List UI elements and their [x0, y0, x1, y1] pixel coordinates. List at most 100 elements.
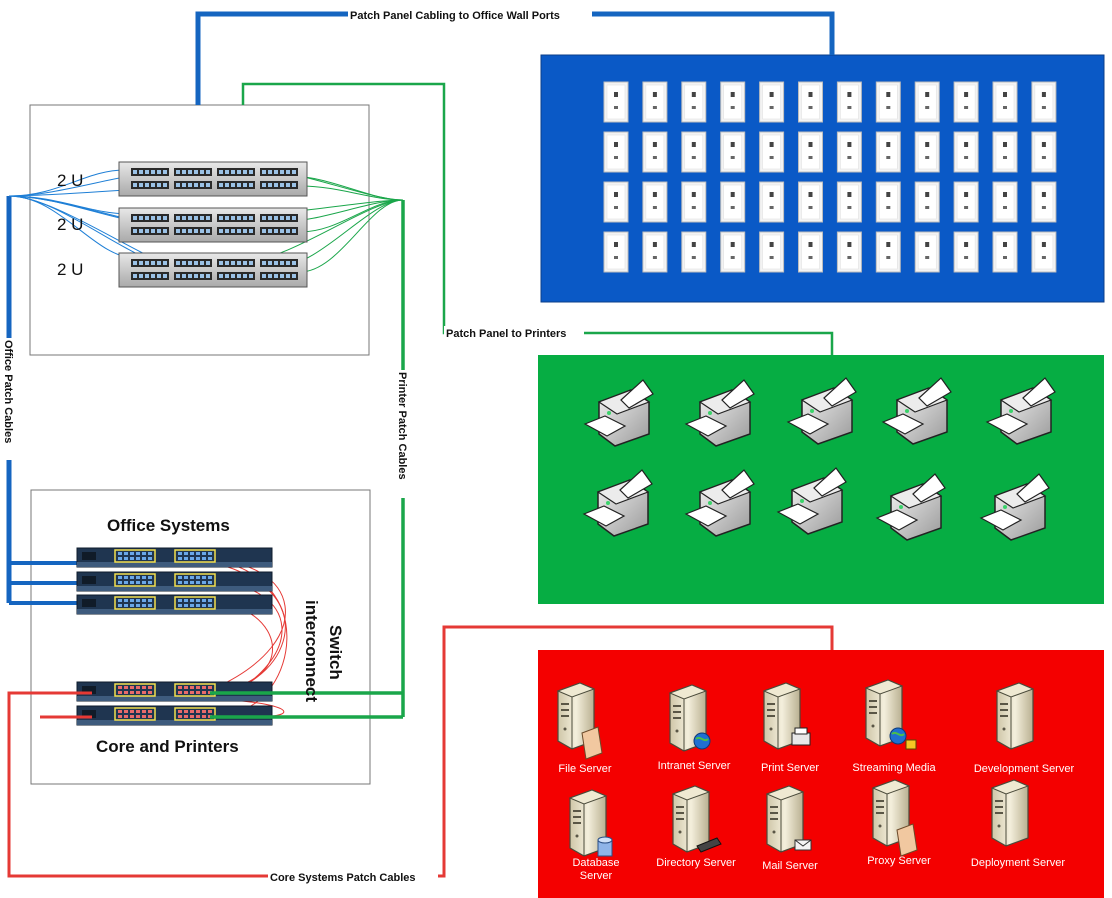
wall-port	[720, 231, 746, 273]
server-label: Streaming Media	[852, 762, 936, 774]
server-label: Print Server	[761, 762, 819, 774]
wall-port	[953, 131, 979, 173]
printer-icon	[786, 377, 857, 445]
printer-icon	[881, 377, 952, 445]
wall-port	[603, 81, 629, 123]
wall-port	[720, 81, 746, 123]
printer-patch-cable-label: Printer Patch Cables	[396, 372, 408, 480]
wall-port	[681, 181, 707, 223]
wall-port	[681, 131, 707, 173]
patch-panel-2	[118, 207, 308, 243]
patch-panel-1	[118, 161, 308, 197]
printer-fan-cable	[299, 199, 404, 273]
core-printers-title: Core and Printers	[96, 737, 239, 756]
switch-rack	[30, 489, 371, 785]
server-icon	[864, 679, 917, 750]
printer-icon	[684, 469, 755, 537]
patch-panels	[118, 161, 308, 288]
server-label: Intranet Server	[658, 760, 731, 772]
wall-port	[798, 181, 823, 223]
u-label-1: 2 U	[57, 171, 83, 190]
server-label: Development Server	[974, 763, 1075, 775]
wall-port	[836, 231, 862, 273]
wall-ports	[603, 81, 1057, 273]
wall-port	[798, 231, 823, 273]
switches	[76, 547, 273, 726]
wall-port	[914, 231, 940, 273]
wall-port	[798, 131, 823, 173]
printer-icon	[985, 377, 1056, 445]
printer-fan-cable	[299, 185, 404, 201]
interconnect-label-2: interconnect	[302, 600, 321, 702]
printers	[582, 377, 1056, 541]
wall-port	[992, 81, 1018, 123]
server-label: Proxy Server	[867, 855, 931, 867]
server-label: Mail Server	[762, 860, 818, 872]
wall-port	[1031, 81, 1057, 123]
printer-icon	[776, 467, 847, 535]
printer-icon	[582, 469, 653, 537]
printer-icon	[684, 379, 755, 447]
wall-port	[1031, 131, 1057, 173]
wall-port	[992, 231, 1018, 273]
server-icon	[765, 785, 812, 853]
wall-port	[681, 81, 707, 123]
wall-port	[836, 131, 862, 173]
wall-port	[953, 81, 979, 123]
server-label: Database	[572, 857, 619, 869]
printer-icon	[979, 473, 1050, 541]
wall-port	[681, 231, 707, 273]
office-switch-3	[76, 594, 273, 615]
printers-cable	[241, 82, 834, 355]
wall-port	[953, 231, 979, 273]
wall-port	[798, 81, 823, 123]
office-switch-2	[76, 571, 273, 592]
office-switch-1	[76, 547, 273, 568]
server-icon	[668, 684, 711, 752]
wall-port	[914, 181, 940, 223]
wall-port	[642, 231, 668, 273]
wall-port	[720, 181, 746, 223]
interconnect-label-1: Switch	[326, 625, 345, 680]
wall-port	[875, 181, 901, 223]
wall-port	[720, 131, 746, 173]
server-icon	[671, 785, 722, 853]
server-icon	[871, 779, 918, 857]
wall-ports-cable-label: Patch Panel Cabling to Office Wall Ports	[350, 10, 560, 22]
wall-port	[953, 181, 979, 223]
patch-panel-3	[118, 252, 308, 288]
core-switch-2	[76, 705, 273, 726]
wall-port	[642, 131, 668, 173]
server-label: Deployment Server	[971, 857, 1065, 869]
server-icon	[995, 682, 1035, 750]
wall-port	[603, 181, 629, 223]
server-icon	[556, 682, 603, 760]
server-label: Directory Server	[656, 857, 736, 869]
wall-port	[836, 81, 862, 123]
server-label: File Server	[558, 763, 612, 775]
wall-port	[603, 231, 629, 273]
server-icon	[762, 682, 811, 750]
wall-port	[759, 81, 785, 123]
printer-icon	[583, 379, 654, 447]
wall-port	[1031, 181, 1057, 223]
server-label: Server	[580, 870, 613, 882]
wall-port	[875, 131, 901, 173]
wall-port	[1031, 231, 1057, 273]
server-icon	[568, 789, 613, 857]
wall-port	[992, 131, 1018, 173]
core-patch-cable-label: Core Systems Patch Cables	[270, 872, 416, 884]
wall-port	[603, 131, 629, 173]
wall-port	[875, 231, 901, 273]
printers-cable-label: Patch Panel to Printers	[446, 328, 566, 340]
servers: File Server Intranet Server Print Server St…	[556, 679, 1075, 882]
office-systems-title: Office Systems	[107, 516, 230, 535]
u-label-3: 2 U	[57, 260, 83, 279]
server-icon	[990, 779, 1030, 847]
wall-port	[642, 181, 668, 223]
wall-port	[759, 181, 785, 223]
wall-port	[759, 231, 785, 273]
wall-port	[836, 181, 862, 223]
wall-port	[642, 81, 668, 123]
